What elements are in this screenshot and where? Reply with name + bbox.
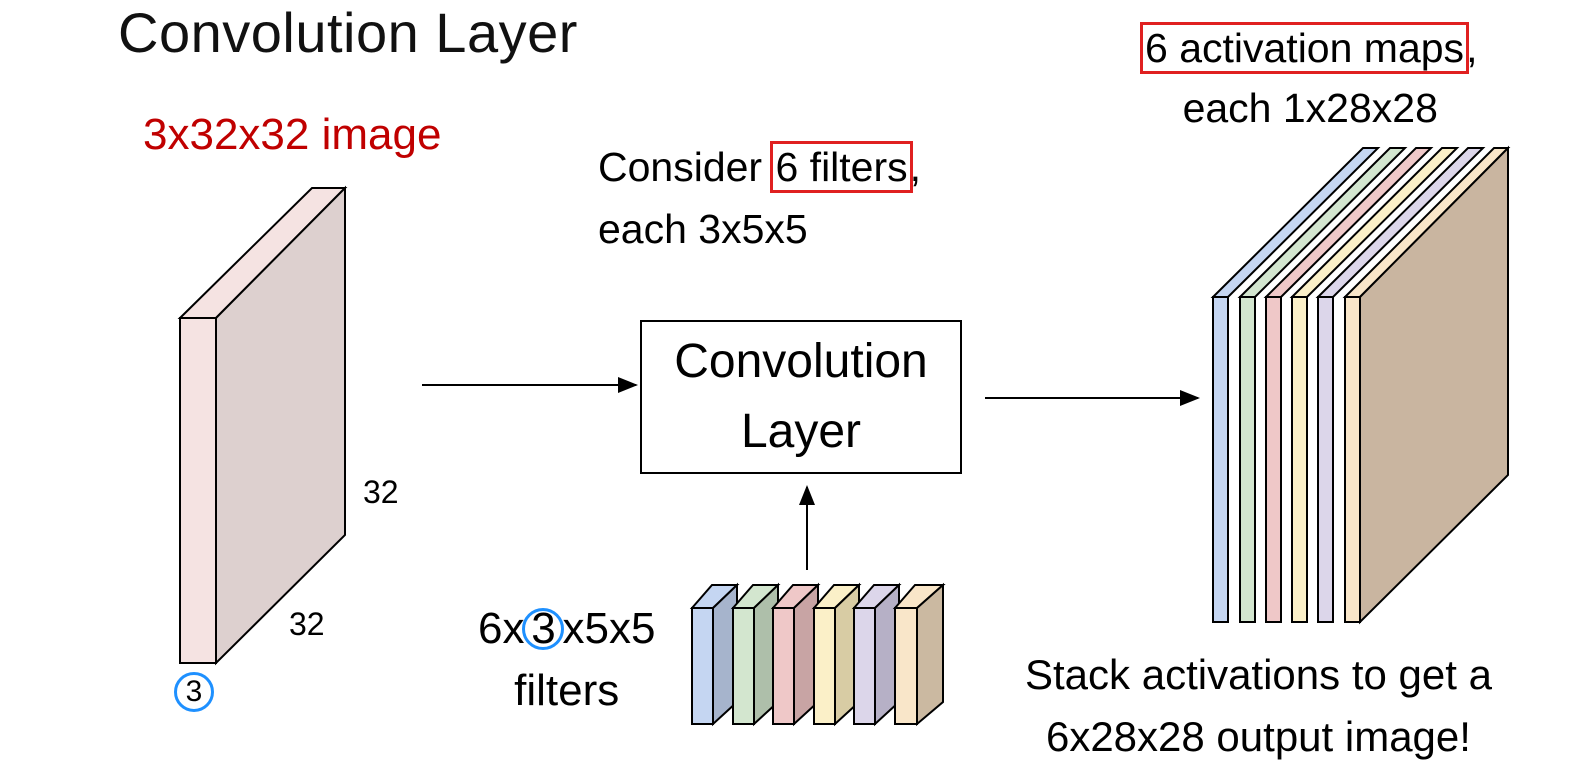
activation-map-2 [1237, 147, 1408, 623]
activation-maps-highlight: 6 activation maps [1139, 22, 1470, 74]
conv-box-line1: Convolution [674, 335, 928, 388]
activation-map-6 [1342, 145, 1511, 625]
filter-5 [851, 582, 902, 727]
output-line1: Stack activations to get a [1025, 651, 1492, 698]
activation-maps-description: 6 activation maps, each 1x28x28 [1139, 18, 1478, 138]
input-width-label: 32 [289, 606, 325, 642]
filters-count-highlight: 6 filters [770, 141, 913, 193]
input-image-label: 3x32x32 image [143, 110, 442, 159]
input-volume-front [179, 317, 217, 664]
filters-label-pre: 6x [478, 604, 525, 653]
filters-label-line2: filters [514, 666, 620, 715]
output-description: Stack activations to get a 6x28x28 outpu… [1025, 644, 1492, 768]
filter-4 [811, 582, 862, 727]
input-volume-side [215, 185, 346, 666]
filter-2 [730, 582, 781, 727]
input-depth-circled: 3 [174, 672, 214, 712]
activation-map-3 [1263, 147, 1434, 623]
activation-maps-stack [1210, 145, 1511, 625]
activation-suffix: , [1466, 25, 1478, 71]
output-line2: 6x28x28 output image! [1045, 713, 1471, 760]
activation-map-4 [1289, 147, 1460, 623]
filters-prefix: Consider [598, 144, 774, 190]
filter-6 [892, 582, 946, 727]
convolution-layer-box: Convolution Layer [640, 320, 962, 474]
activation-map-5 [1315, 147, 1486, 623]
filter-3 [770, 582, 821, 727]
filters-label-post: x5x5 [562, 604, 656, 653]
input-depth-label: 3 [174, 672, 214, 712]
activation-size-text: each 1x28x28 [1182, 85, 1438, 131]
activation-map-1 [1210, 147, 1381, 623]
filters-description: Consider 6 filters, each 3x5x5 [598, 136, 921, 260]
filters-suffix: , [909, 144, 922, 190]
filters-size-text: each 3x5x5 [598, 206, 808, 252]
conv-box-line2: Layer [740, 405, 862, 458]
input-height-label: 32 [363, 474, 399, 510]
slide-title: Convolution Layer [118, 1, 578, 64]
input-volume [177, 185, 348, 666]
filter-1 [689, 582, 740, 727]
filters-depth-circled: 3 [522, 607, 565, 651]
filter-stack [689, 582, 946, 727]
